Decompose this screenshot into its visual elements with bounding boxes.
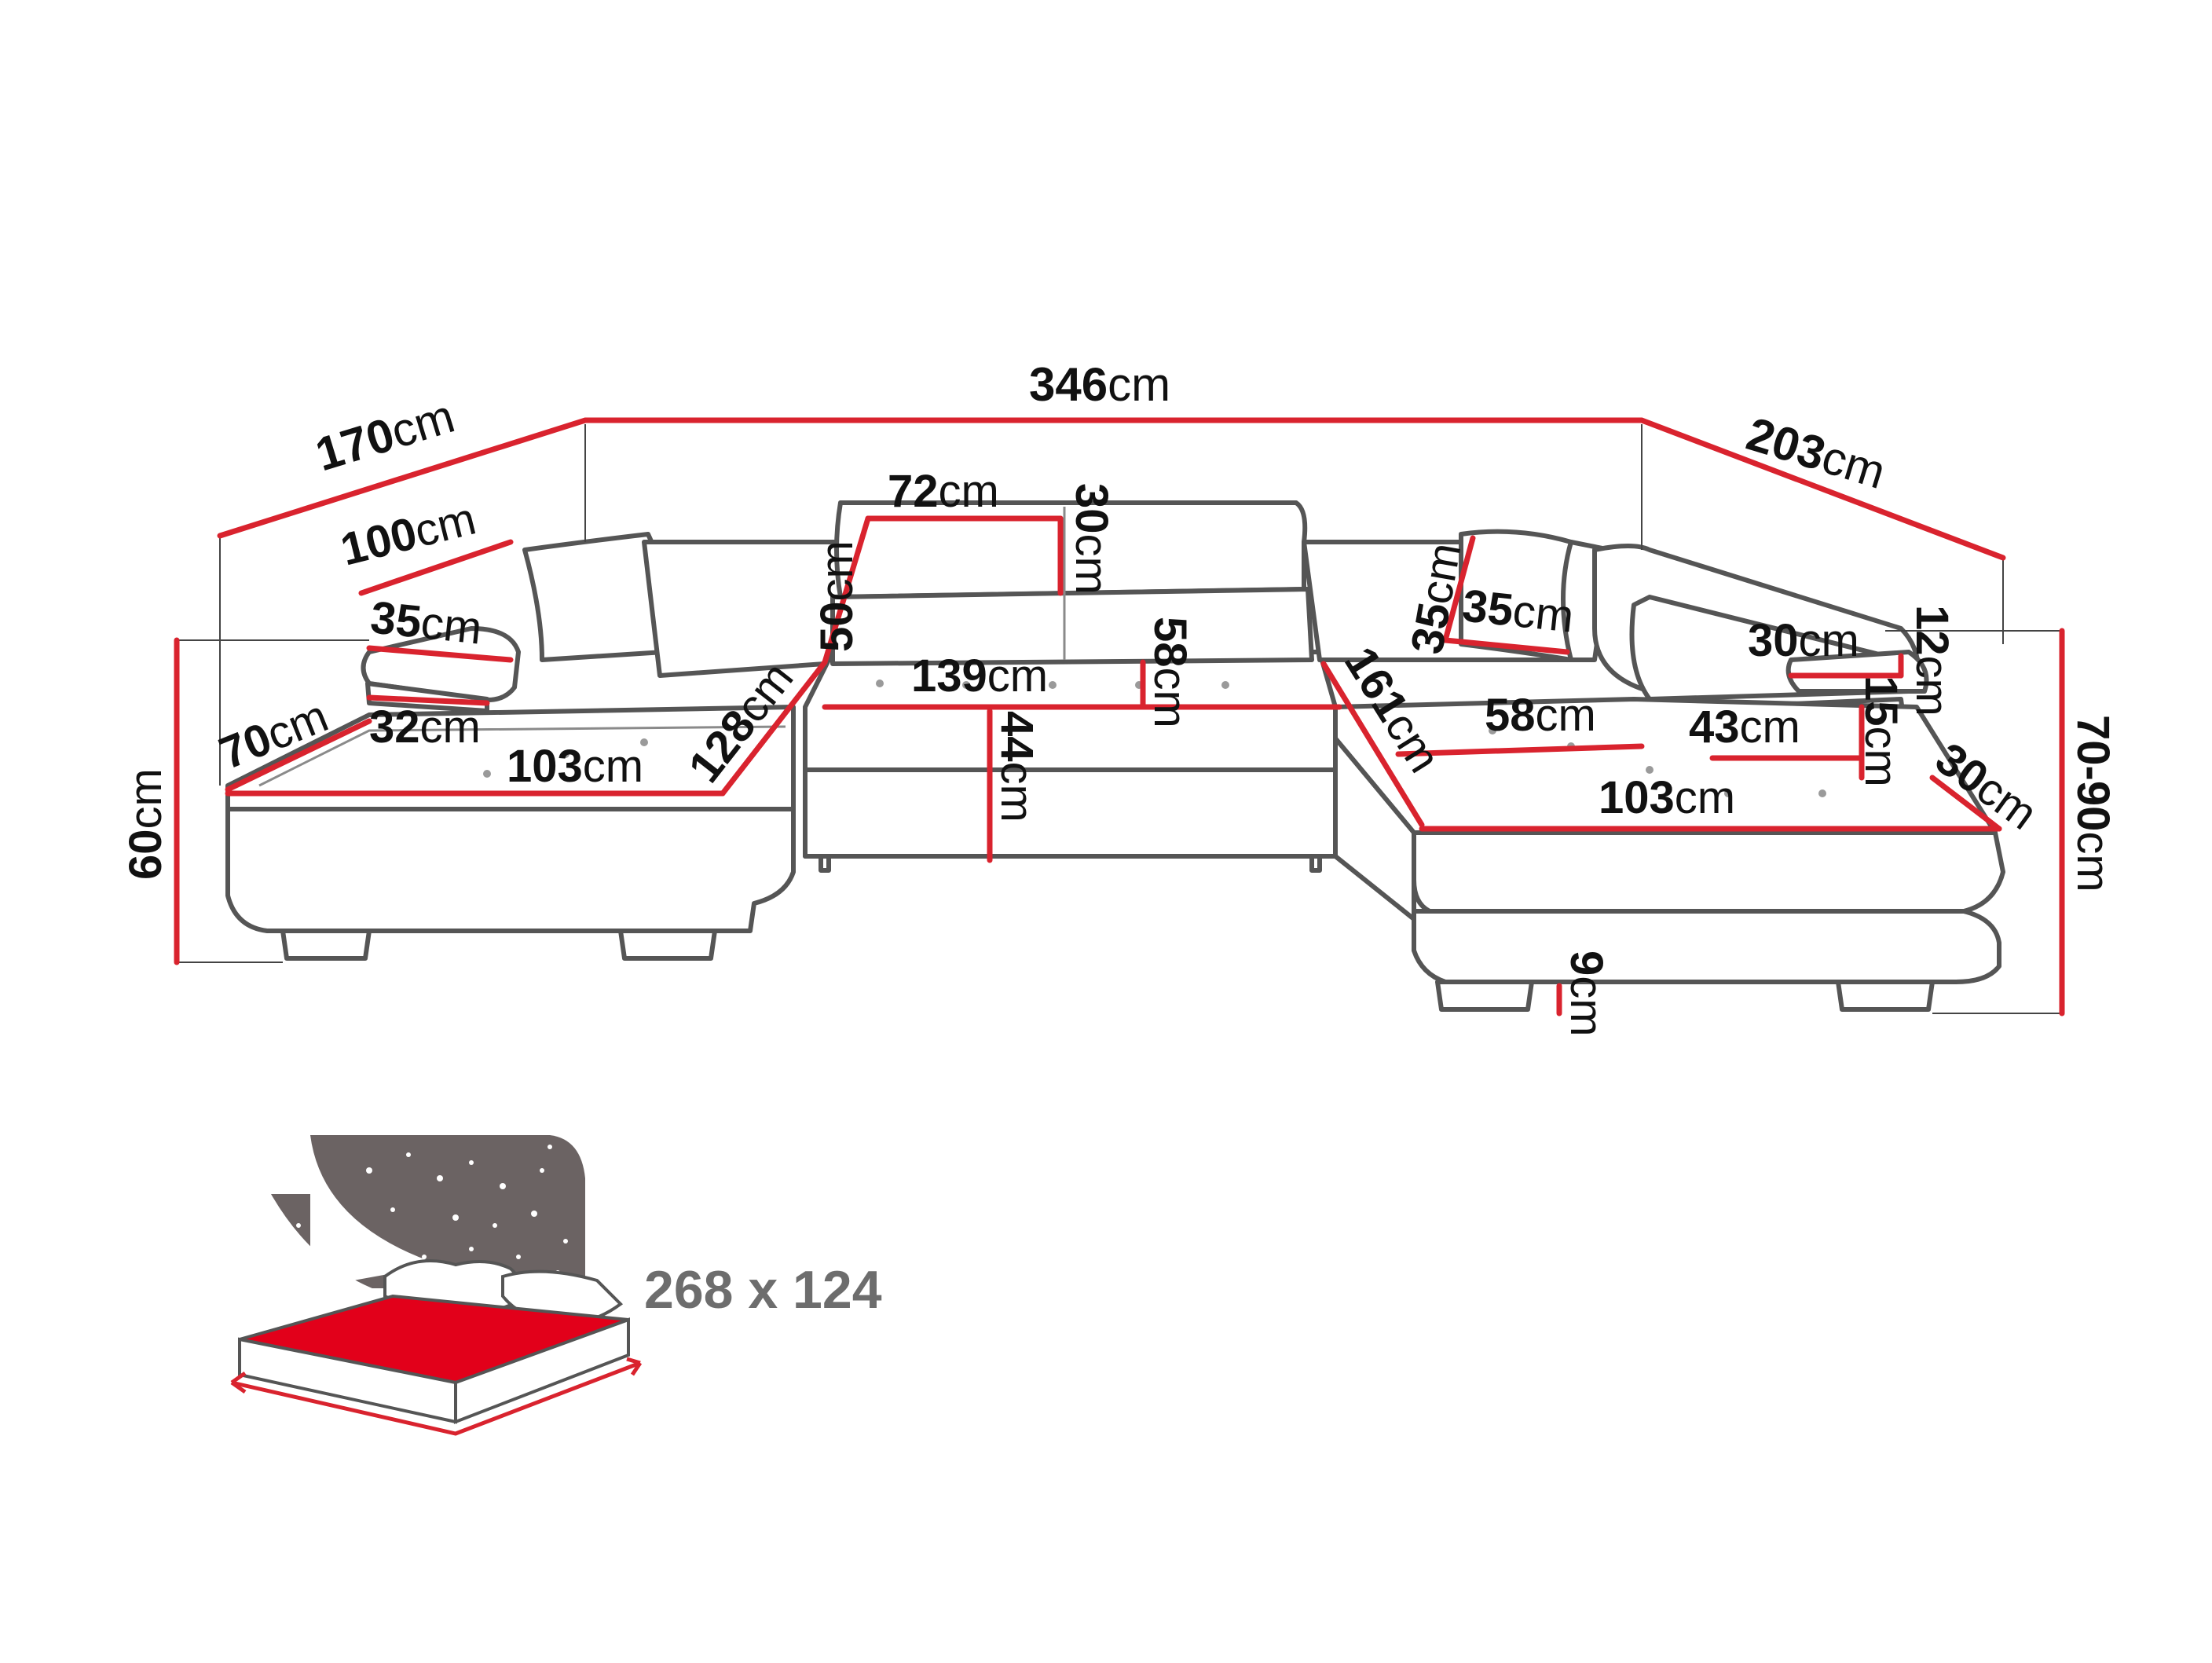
label-right-arm-height: 12cm — [1906, 605, 1957, 716]
label-right-arm-inner: 43cm — [1689, 701, 1800, 753]
label-left-armrest-width: 32cm — [369, 701, 481, 753]
label-left-height: 60cm — [120, 768, 171, 880]
extension-lines — [177, 424, 2062, 1014]
label-right-arm-width: 30cm — [1748, 615, 1859, 666]
label-middle-seat-width: 139cm — [911, 650, 1048, 701]
label-right-chaise-seat: 103cm — [1599, 772, 1735, 823]
label-right-cushion-width: 35cm — [1460, 580, 1577, 642]
label-left-armrest-height: 35cm — [368, 592, 485, 654]
label-right-seat-depth: 58cm — [1485, 690, 1596, 741]
label-middle-seat-depth: 58cm — [1144, 617, 1196, 728]
label-right-cushion-height: 35cm — [1401, 539, 1471, 658]
label-back-height: 50cm — [811, 540, 862, 652]
label-total-height: 70-90cm — [2067, 715, 2119, 892]
label-headrest-width: 72cm — [888, 466, 999, 517]
sofa-outline — [225, 500, 2005, 1012]
label-left-chaise-seat: 103cm — [507, 741, 643, 792]
label-left-chaise-length: 100cm — [335, 493, 481, 575]
label-headrest-height: 30cm — [1066, 483, 1117, 595]
bed-size-label: 268 x 124 — [644, 1260, 882, 1320]
label-seat-height: 44cm — [991, 711, 1042, 822]
bed-night-icon — [230, 1135, 643, 1436]
label-leg-height: 9cm — [1561, 951, 1612, 1037]
label-total-width: 346cm — [1029, 358, 1170, 411]
dimension-lines — [174, 417, 2065, 1016]
label-right-arm-gap: 15cm — [1855, 676, 1906, 787]
